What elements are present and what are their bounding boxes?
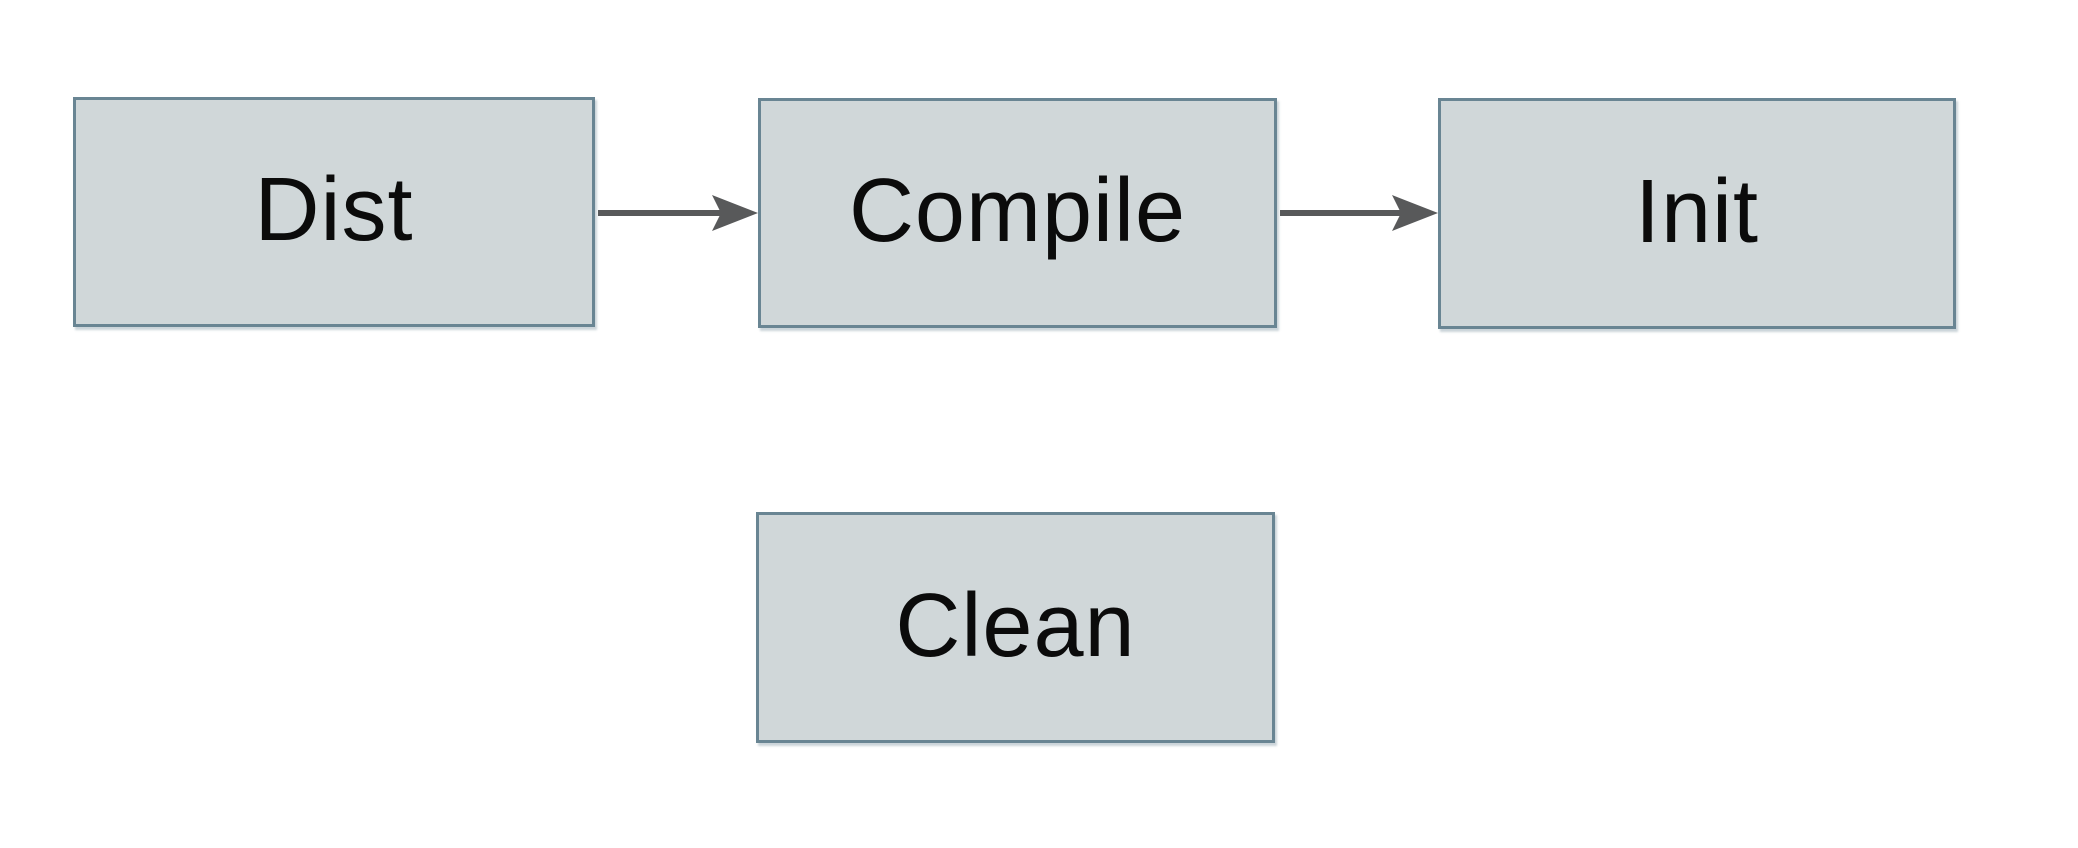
arrow-compile-to-init-head <box>1392 195 1438 231</box>
node-compile: Compile <box>758 98 1277 328</box>
node-clean-label: Clean <box>895 575 1136 676</box>
node-init-label: Init <box>1634 161 1760 262</box>
arrow-dist-to-compile <box>598 195 758 231</box>
node-init: Init <box>1438 98 1956 329</box>
node-dist-label: Dist <box>254 160 414 260</box>
node-clean: Clean <box>756 512 1275 743</box>
arrow-compile-to-init <box>1280 195 1438 231</box>
node-dist: Dist <box>73 97 595 327</box>
arrow-dist-to-compile-head <box>712 195 758 231</box>
node-compile-label: Compile <box>848 161 1187 261</box>
